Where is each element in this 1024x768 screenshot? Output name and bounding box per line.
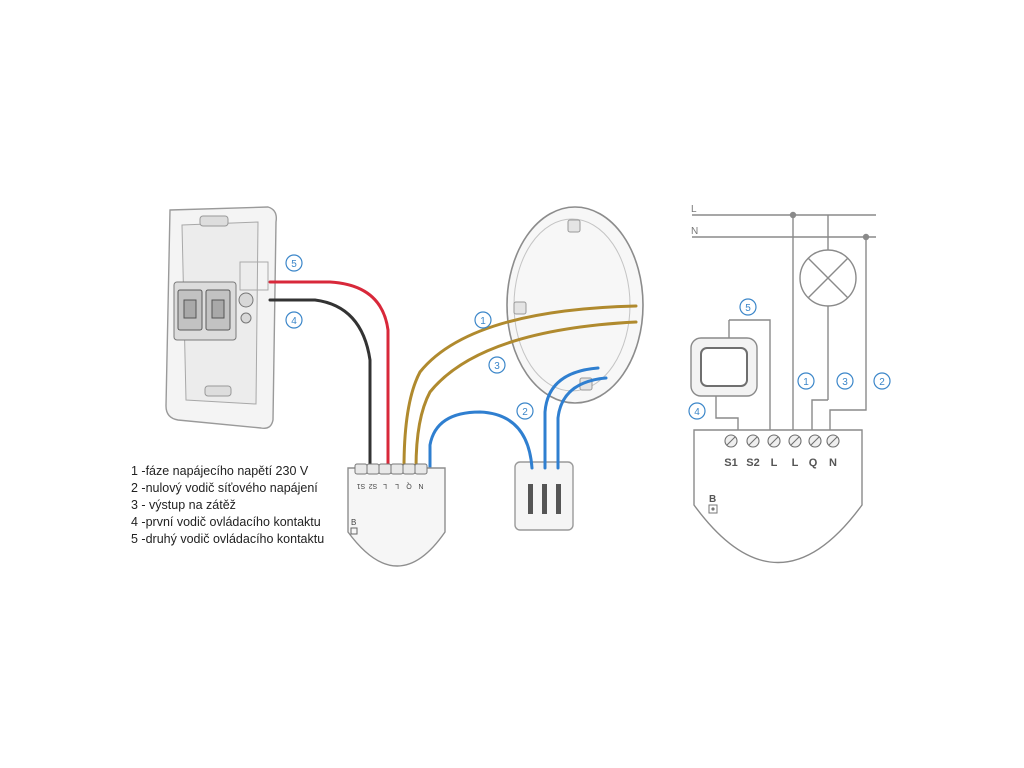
badge-4: 4 <box>291 316 297 327</box>
module-left-terminal-n: N <box>418 482 423 489</box>
wire-legend: 1 -fáze napájecího napětí 230 V 2 -nulov… <box>131 463 324 548</box>
module-left-button-label: B <box>351 518 356 527</box>
schematic-badge-1: 1 <box>803 377 809 388</box>
legend-item-3: 3 - výstup na zátěž <box>131 498 236 512</box>
module-left: S1 S2 L L Q N B <box>347 463 446 567</box>
schematic-terminal-n: N <box>829 457 837 469</box>
wall-switch <box>165 206 278 430</box>
schematic-badge-3: 3 <box>842 377 848 388</box>
bus-l-label: L <box>691 204 697 215</box>
schematic-terminal-l2: L <box>792 457 799 469</box>
schematic-badge-2: 2 <box>879 377 885 388</box>
badge-3: 3 <box>494 361 500 372</box>
schematic-badge-4: 4 <box>694 407 700 418</box>
wire-3-phase <box>414 320 638 470</box>
schematic-button-label: B <box>709 494 716 505</box>
schematic-badges: 5 4 1 3 2 <box>688 298 891 420</box>
module-left-terminal-q: Q <box>406 482 412 489</box>
switch-symbol <box>690 337 758 397</box>
badge-2: 2 <box>522 407 528 418</box>
module-left-terminal-l2: L <box>395 482 399 489</box>
schematic-terminal-s1: S1 <box>724 457 737 469</box>
module-left-terminal-l1: L <box>383 482 387 489</box>
schematic-terminal-l1: L <box>771 457 778 469</box>
schematic <box>692 211 876 430</box>
wire-1-phase <box>402 304 638 470</box>
bus-n-label: N <box>691 226 698 237</box>
legend-item-2: 2 -nulový vodič síťového napájení <box>131 481 318 495</box>
wires <box>268 280 638 470</box>
wire-2c-neutral <box>556 376 608 470</box>
schematic-badge-5: 5 <box>745 303 751 314</box>
wire-2b-neutral <box>543 366 600 470</box>
wire-2a-neutral <box>428 410 534 470</box>
wire-5-red <box>268 280 390 470</box>
module-left-terminal-s2: S2 <box>369 482 378 489</box>
badge-5: 5 <box>291 259 297 270</box>
wire-4-black <box>268 298 372 470</box>
badge-1: 1 <box>480 316 486 327</box>
schematic-terminal-q: Q <box>809 457 818 469</box>
module-left-terminal-s1: S1 <box>357 482 366 489</box>
module-right: S1 S2 L L Q N B <box>693 429 863 564</box>
splice-connector <box>514 461 574 531</box>
legend-item-4: 4 -první vodič ovládacího kontaktu <box>131 515 321 529</box>
schematic-terminal-s2: S2 <box>746 457 759 469</box>
legend-item-5: 5 -druhý vodič ovládacího kontaktu <box>131 532 325 546</box>
legend-item-1: 1 -fáze napájecího napětí 230 V <box>131 464 309 478</box>
wire-badges: 5 4 1 3 2 <box>285 254 534 420</box>
